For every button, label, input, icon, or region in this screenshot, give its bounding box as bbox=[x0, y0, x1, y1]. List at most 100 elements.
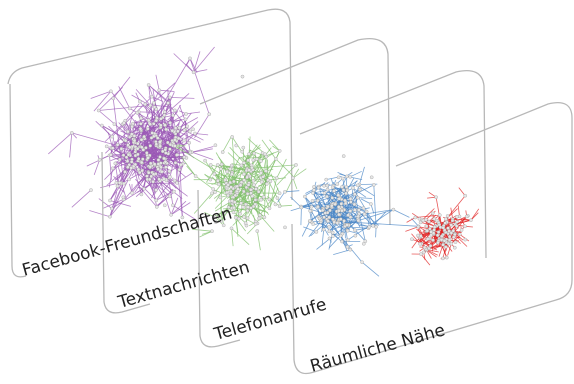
network-node bbox=[464, 238, 467, 241]
network-node bbox=[140, 146, 143, 149]
network-node bbox=[139, 117, 142, 120]
network-node bbox=[158, 155, 161, 158]
network-node bbox=[220, 163, 223, 166]
network-edge bbox=[177, 172, 193, 183]
network-node bbox=[136, 111, 139, 114]
network-node bbox=[334, 203, 337, 206]
network-node bbox=[446, 214, 449, 217]
network-node bbox=[163, 157, 166, 160]
network-node bbox=[259, 159, 262, 162]
network-node bbox=[171, 114, 174, 117]
network-node bbox=[214, 144, 217, 147]
network-node bbox=[371, 224, 374, 227]
network-node bbox=[130, 191, 133, 194]
network-edge bbox=[276, 159, 293, 176]
network-node bbox=[423, 246, 426, 249]
network-node bbox=[234, 216, 237, 219]
network-node bbox=[253, 152, 256, 155]
network-node bbox=[417, 225, 420, 228]
network-edge bbox=[232, 228, 234, 246]
network-node bbox=[155, 143, 158, 146]
network-node bbox=[331, 196, 334, 199]
network-node bbox=[146, 127, 149, 130]
network-node bbox=[221, 151, 224, 154]
network-node bbox=[346, 229, 349, 232]
network-node bbox=[157, 162, 160, 165]
network-node bbox=[358, 188, 361, 191]
network-node bbox=[227, 194, 230, 197]
network-node bbox=[446, 227, 449, 230]
network-node bbox=[246, 209, 249, 212]
network-node bbox=[126, 130, 129, 133]
network-node bbox=[234, 194, 237, 197]
network-node bbox=[321, 209, 324, 212]
network-node bbox=[260, 198, 263, 201]
network-node bbox=[326, 184, 329, 187]
network-node bbox=[155, 199, 158, 202]
network-node bbox=[426, 229, 429, 232]
network-node bbox=[294, 163, 297, 166]
network-node bbox=[241, 150, 244, 153]
network-node bbox=[154, 188, 157, 191]
network-node bbox=[113, 123, 116, 126]
network-node bbox=[429, 230, 432, 233]
network-node bbox=[276, 197, 279, 200]
network-node bbox=[141, 158, 144, 161]
network-node bbox=[330, 204, 333, 207]
network-node bbox=[375, 225, 378, 228]
network-node bbox=[160, 170, 163, 173]
network-node bbox=[155, 108, 158, 111]
network-node bbox=[257, 217, 260, 220]
network-node bbox=[155, 119, 158, 122]
network-node bbox=[137, 168, 140, 171]
network-node bbox=[116, 143, 119, 146]
network-node bbox=[274, 157, 277, 160]
network-node bbox=[178, 126, 181, 129]
network-node bbox=[244, 203, 247, 206]
network-node bbox=[318, 217, 321, 220]
network-node bbox=[431, 212, 434, 215]
network-node bbox=[232, 180, 235, 183]
network-node bbox=[328, 216, 331, 219]
network-node bbox=[325, 178, 328, 181]
network-node bbox=[252, 159, 255, 162]
network-edge bbox=[393, 210, 409, 218]
network-node bbox=[163, 124, 166, 127]
network-node bbox=[331, 218, 334, 221]
network-node bbox=[214, 191, 217, 194]
network-node bbox=[246, 192, 249, 195]
network-node bbox=[239, 184, 242, 187]
network-node bbox=[322, 228, 325, 231]
network-edge bbox=[223, 135, 232, 152]
network-edge bbox=[156, 75, 159, 90]
network-node bbox=[469, 219, 472, 222]
network-node bbox=[447, 242, 450, 245]
layer-label-calls: Telefonanrufe bbox=[211, 295, 329, 345]
network-node bbox=[128, 178, 131, 181]
network-node bbox=[149, 104, 152, 107]
network-node bbox=[339, 234, 342, 237]
network-node bbox=[230, 173, 233, 176]
network-node bbox=[336, 183, 339, 186]
network-node bbox=[337, 213, 340, 216]
network-node bbox=[440, 235, 443, 238]
network-node bbox=[149, 144, 152, 147]
network-node bbox=[128, 107, 131, 110]
network-node bbox=[311, 191, 314, 194]
network-node bbox=[368, 225, 371, 228]
network-node bbox=[450, 223, 453, 226]
network-node bbox=[425, 224, 428, 227]
network-node bbox=[372, 183, 375, 186]
network-node bbox=[176, 181, 179, 184]
network-node bbox=[130, 133, 133, 136]
network-node bbox=[463, 225, 466, 228]
network-node bbox=[230, 164, 233, 167]
network-node bbox=[361, 261, 364, 264]
network-node bbox=[140, 193, 143, 196]
network-node bbox=[311, 199, 314, 202]
network-node bbox=[242, 173, 245, 176]
network-node bbox=[131, 125, 134, 128]
network-node bbox=[448, 238, 451, 241]
network-node bbox=[332, 189, 335, 192]
